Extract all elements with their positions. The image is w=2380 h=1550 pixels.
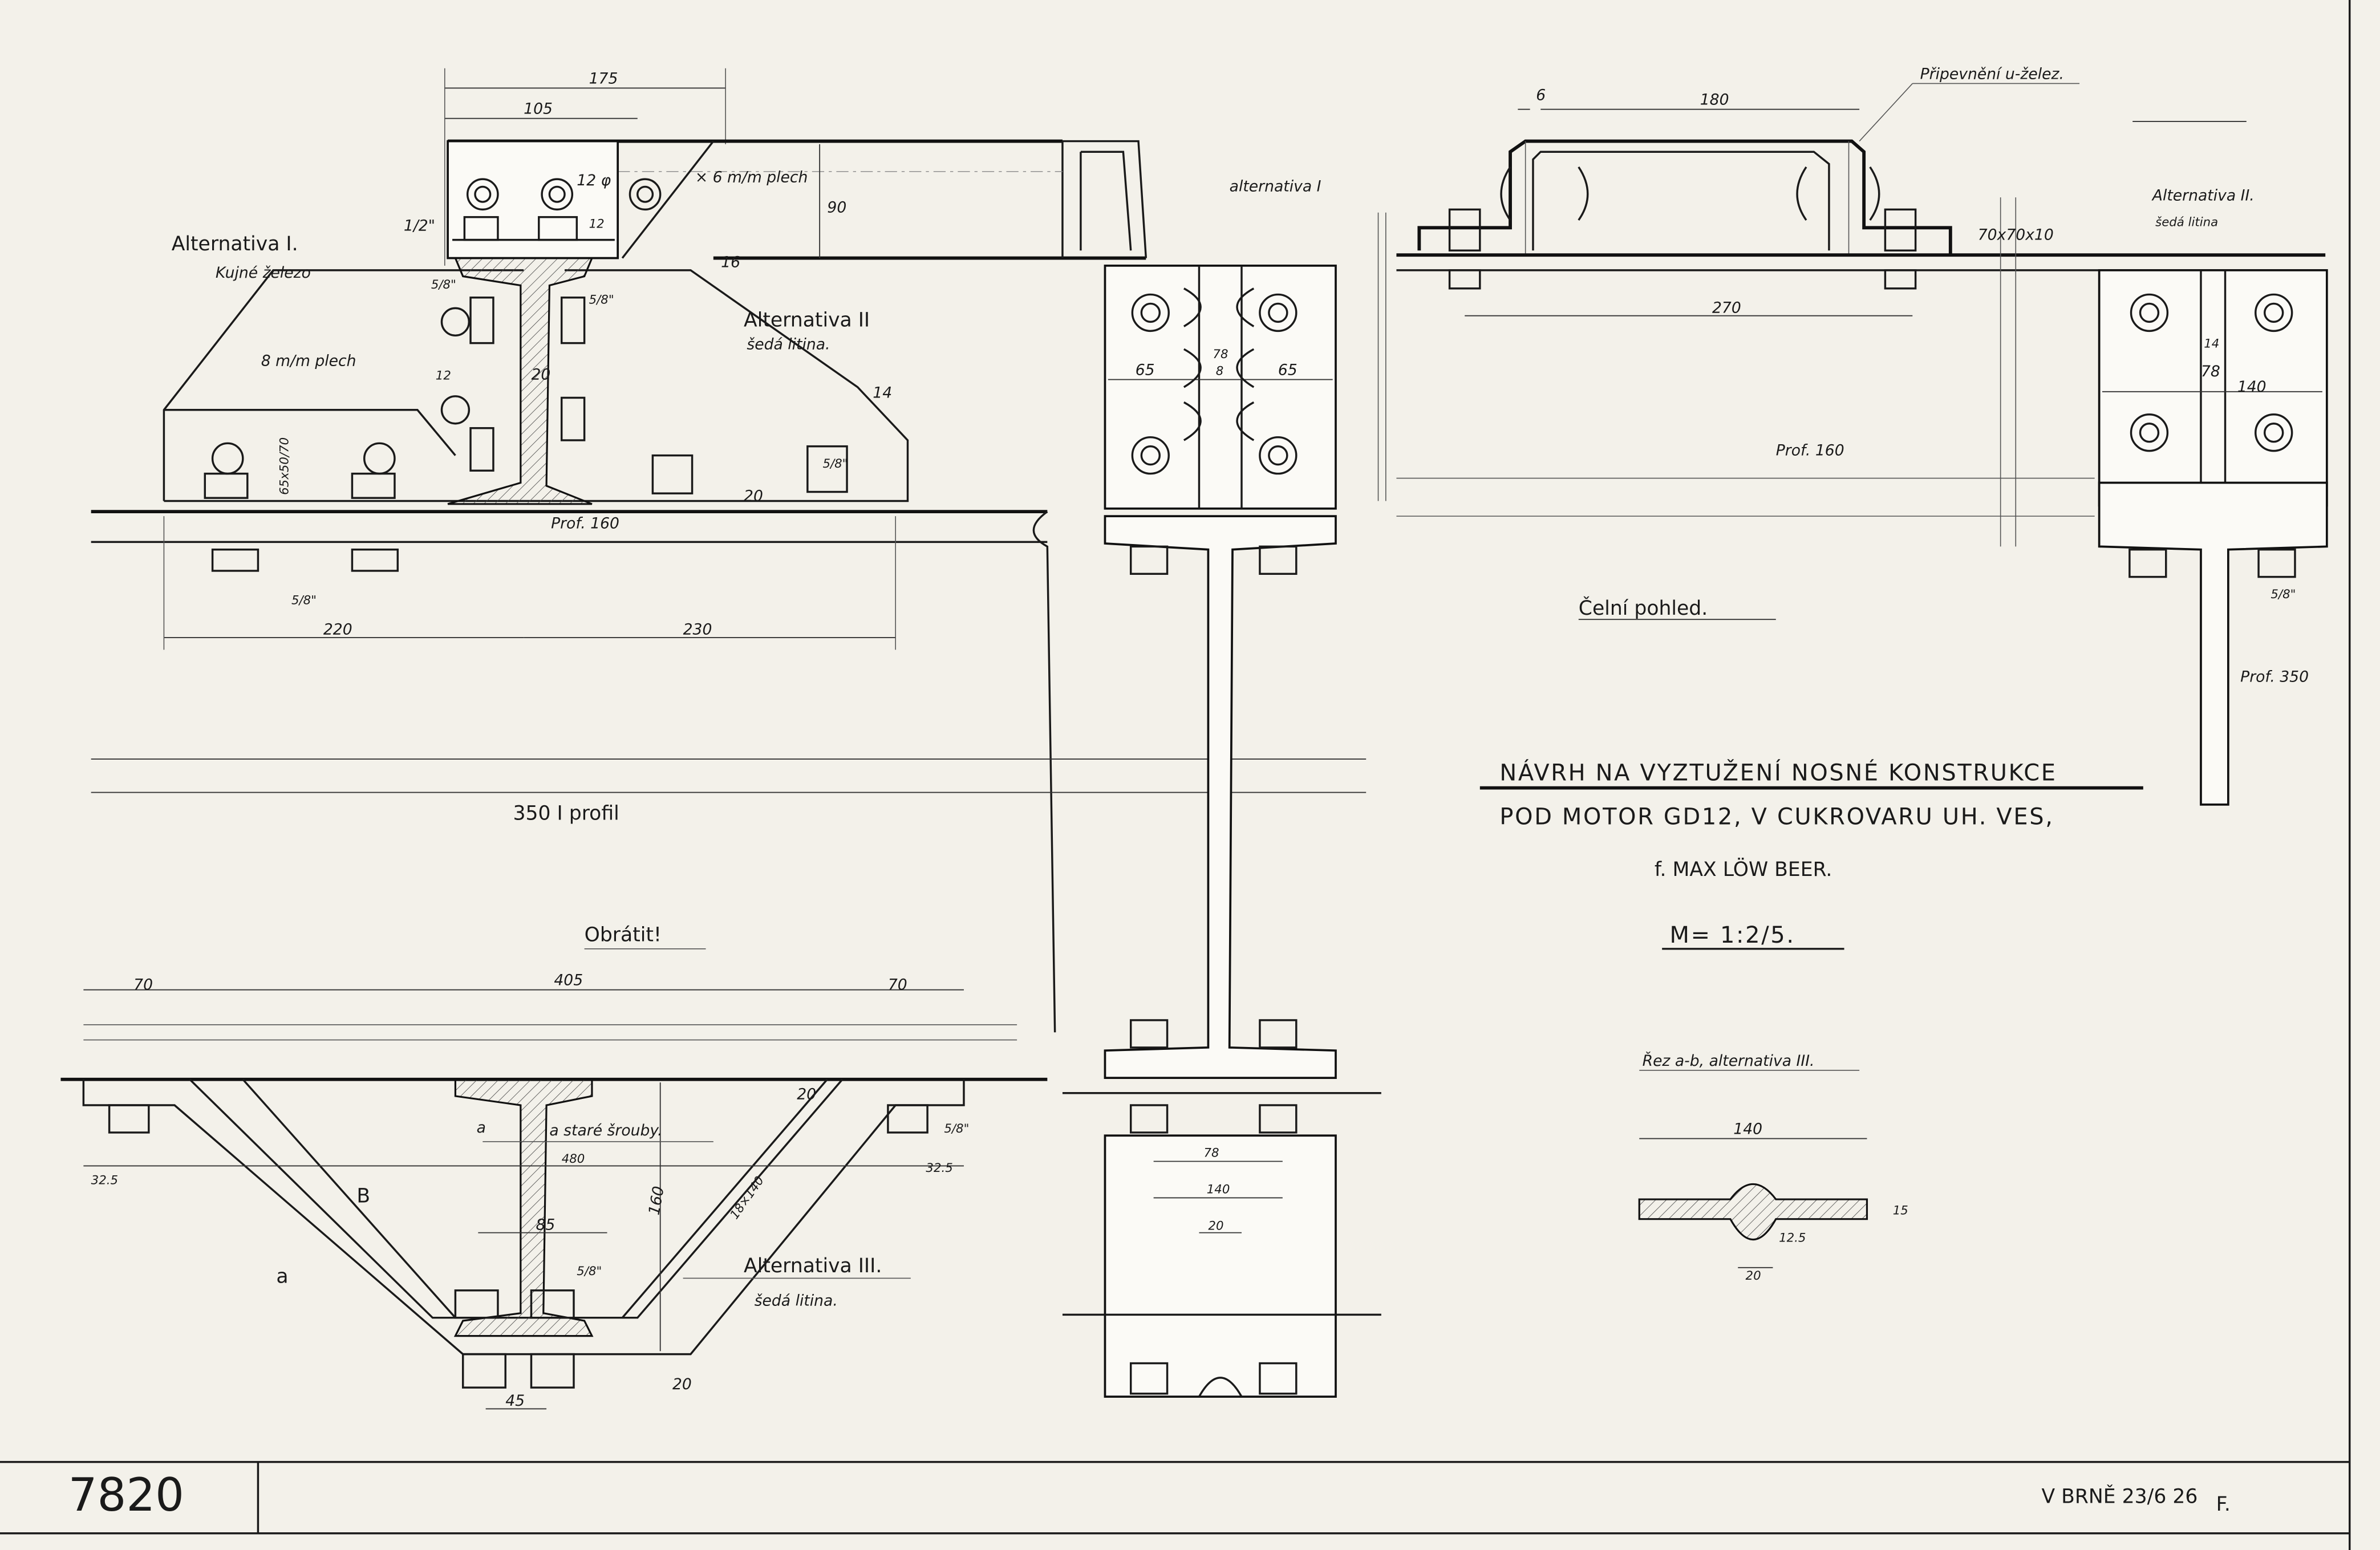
dim-label: 78 (1213, 347, 1228, 362)
dim-label: 140 (1207, 1182, 1230, 1196)
note-turn: Obrátit! (585, 923, 662, 946)
dim-label: 20 (672, 1375, 692, 1393)
dim-label: 20 (1746, 1269, 1761, 1283)
top-left-labels: 175 105 × 6 m/m plech 90 12 φ 1/2" 12 16… (172, 70, 892, 825)
dim-label: 140 (2237, 378, 2267, 396)
note-label: 8 m/m plech (261, 352, 356, 370)
dim-label: 8 (1216, 364, 1224, 379)
dim-label: 12 (589, 217, 605, 231)
dim-label: 65 (1278, 362, 1298, 379)
title-line-2: POD MOTOR GD12, V CUKROVARU UH. VES, (1499, 804, 2054, 830)
dim-label: 70 (133, 976, 153, 994)
profile-label: Prof. 350 (2240, 668, 2309, 685)
dim-label: 270 (1712, 299, 1741, 317)
alternative-3-title: Alternativa III. (744, 1255, 882, 1277)
mark-a: a (276, 1265, 288, 1288)
top-left-view (91, 68, 1367, 1033)
title-block: NÁVRH NA VYZTUŽENÍ NOSNÉ KONSTRUKCE POD … (68, 759, 2231, 1521)
dim-label: 14 (873, 384, 892, 401)
alternative-1-title: Alternativa I. (172, 233, 298, 255)
section-ab (1638, 1069, 1868, 1268)
center-view (1062, 212, 1386, 1398)
dim-label: 14 (2204, 337, 2219, 351)
scale-label: M= 1:2/5. (1669, 922, 1795, 948)
material-label: šedá litina. (755, 1292, 838, 1309)
bolt-label: 5/8" (2270, 587, 2296, 602)
dim-label: 220 (323, 621, 352, 639)
dim-label: 140 (1733, 1121, 1762, 1138)
bolt-label: 5/8" (577, 1264, 602, 1279)
alternative-2-title: Alternativa II (744, 309, 870, 331)
dim-label: 16 (721, 254, 740, 271)
front-view-labels: Připevnění u-želez. 6 180 70x70x10 270 A… (1536, 65, 2309, 685)
profile-label: Prof. 160 (551, 514, 619, 532)
dim-label: 12 (436, 369, 451, 383)
dim-label: 6 (1536, 87, 1546, 104)
dim-label: 480 (562, 1152, 585, 1166)
dim-label: 45 (505, 1392, 525, 1410)
dim-label: 12.5 (1779, 1231, 1806, 1245)
front-view (1396, 83, 2328, 806)
mark-b: B (356, 1184, 370, 1207)
drawing-number: 7820 (68, 1468, 184, 1521)
dim-label: 85 (536, 1216, 555, 1233)
dim-label: 78 (2201, 363, 2220, 380)
alternative-2-title: Alternativa II. (2151, 186, 2255, 204)
profile-label: 350 I profil (513, 802, 619, 825)
material-label: šedá litina. (747, 335, 830, 353)
dim-label: 405 (554, 972, 583, 989)
section-title: Řez a-b, alternativa III. (1643, 1052, 1815, 1070)
dim-label: 105 (524, 100, 553, 118)
signature-initials: F. (2216, 1493, 2231, 1516)
section-mark: a (477, 1119, 486, 1137)
dim-label: 175 (589, 70, 618, 87)
dim-label: 15 (1893, 1204, 1908, 1218)
note-label: Připevnění u-želez. (1920, 65, 2064, 83)
angle-label: 70x70x10 (1978, 226, 2054, 244)
dim-label: 20 (531, 366, 550, 384)
bottom-left-labels: Obrátit! 70 405 70 a a staré šrouby. 480… (91, 923, 970, 1410)
dim-label: 32.5 (91, 1173, 118, 1187)
note-label: × 6 m/m plech (695, 168, 808, 186)
dim-label: 230 (683, 621, 712, 639)
note-label: a staré šrouby. (549, 1122, 662, 1139)
dim-label: 20 (797, 1085, 816, 1103)
dim-label: 160 (646, 1185, 668, 1216)
title-line-1: NÁVRH NA VYZTUŽENÍ NOSNÉ KONSTRUKCE (1499, 759, 2057, 786)
dim-label: 20 (744, 487, 763, 505)
dim-label: 65x50/70 (278, 437, 292, 495)
dim-label: 180 (1700, 91, 1729, 109)
dim-label: 65 (1136, 362, 1155, 379)
center-labels: alternativa I 78 8 65 65 78 140 20 (1136, 177, 1321, 1233)
dim-label: 1/2" (404, 217, 435, 235)
bolt-label: 5/8" (944, 1122, 969, 1136)
firm-name: f. MAX LÖW BEER. (1655, 857, 1832, 881)
dim-label: 78 (1203, 1146, 1219, 1161)
bolt-label: 5/8" (291, 594, 317, 608)
bottom-left-view (60, 948, 1048, 1410)
dim-label: 18×140 (727, 1174, 767, 1222)
bolt-label: 5/8" (589, 293, 614, 307)
bolt-label: 5/8" (822, 457, 848, 471)
dim-label: 12 φ (577, 172, 611, 189)
material-label: šedá litina (2155, 216, 2218, 230)
bolt-label: 5/8" (431, 278, 456, 292)
material-label: Kujné železo (216, 264, 311, 282)
section-ab-labels: Řez a-b, alternativa III. 140 15 12.5 20 (1643, 1052, 1908, 1283)
profile-label: Prof. 160 (1776, 442, 1844, 460)
dim-label: 32.5 (926, 1161, 952, 1175)
dim-label: 70 (888, 976, 907, 994)
dim-label: 20 (1208, 1219, 1223, 1233)
view-name: Čelní pohled. (1579, 596, 1708, 620)
dim-label: 90 (827, 199, 846, 217)
alternative-1-label: alternativa I (1230, 177, 1321, 195)
signature-place-date: V BRNĚ 23/6 26 (2042, 1484, 2198, 1508)
